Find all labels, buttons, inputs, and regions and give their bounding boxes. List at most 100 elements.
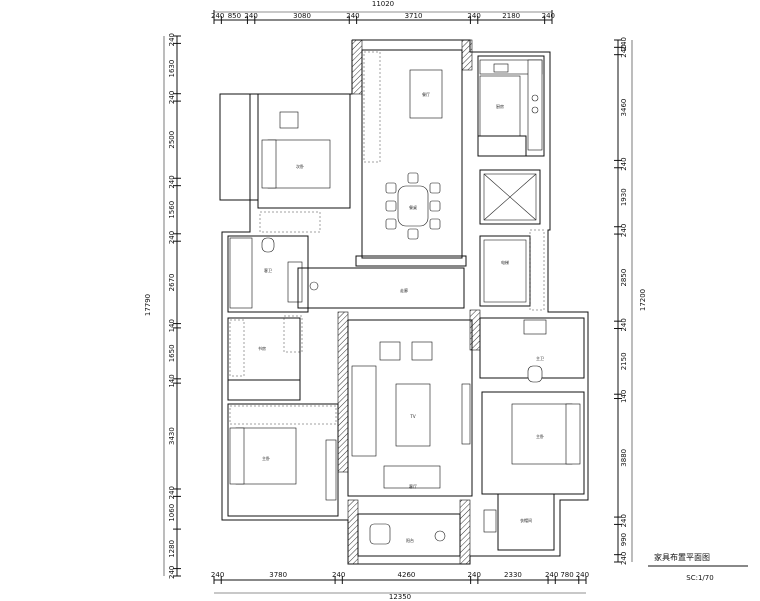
right-segment-label: 240 <box>620 37 628 50</box>
top-segment-label: 240 <box>542 12 555 20</box>
room-label-guest-bath: 客卫 <box>264 267 272 273</box>
right-segment-label: 990 <box>620 533 628 546</box>
balcony-lounge-chair <box>369 523 391 545</box>
bottom-segment-label: 240 <box>576 571 589 579</box>
balcony: 阳台 <box>357 513 461 557</box>
right-segment-label: 140 <box>620 390 628 403</box>
right-segment-label: 1930 <box>620 188 628 206</box>
room-label-tv: TV <box>409 414 415 419</box>
left-segment-label: 140 <box>168 374 176 387</box>
right-segment-label: 240 <box>620 44 628 57</box>
left-bedroom: 主卧 <box>227 403 339 517</box>
left-bedroom-wardrobe <box>325 439 337 501</box>
dining-room: 餐厅 餐桌 <box>355 49 467 267</box>
right-total-dimension: 17200 <box>639 289 647 311</box>
drawing-scale: SC:1/70 <box>686 574 713 582</box>
top-segment-label: 3710 <box>405 12 423 20</box>
wall-balcony-west <box>347 499 359 565</box>
left-segment-label: 1060 <box>168 504 176 522</box>
left-segment-label: 240 <box>168 566 176 579</box>
room-label-table: 餐桌 <box>409 204 417 210</box>
dining-table <box>397 185 429 227</box>
top-segment-label: 240 <box>346 12 359 20</box>
title-block: 家具布置平面图 SC:1/70 <box>648 552 748 582</box>
top-total-dimension: 11020 <box>372 0 394 8</box>
master-bed <box>511 403 573 465</box>
left-total-dimension: 17790 <box>144 294 152 316</box>
left-segment-label: 1650 <box>168 344 176 362</box>
left-segment-label: 2670 <box>168 273 176 291</box>
left-dimension-chain: 17790 2401630240250024015602402670140165… <box>144 33 181 579</box>
guest-bathroom: 客卫 <box>227 235 309 353</box>
guest-toilet <box>261 237 275 253</box>
room-label-secondary-bedroom: 次卧 <box>296 163 304 169</box>
left-segment-label: 1280 <box>168 540 176 558</box>
bottom-segment-label: 240 <box>332 571 345 579</box>
dining-chair <box>429 218 441 230</box>
bottom-segment-label: 4260 <box>398 571 416 579</box>
room-label-master-bath: 主卫 <box>536 355 544 361</box>
dining-chairs <box>385 172 441 240</box>
left-bed-headboard <box>229 427 245 485</box>
right-segment-label: 240 <box>620 224 628 237</box>
room-label-master-bedroom: 主卧 <box>536 433 544 439</box>
kitchen-fridge <box>479 75 521 137</box>
bottom-segment-label: 240 <box>468 571 481 579</box>
dining-chair <box>385 218 397 230</box>
kitchen-counter-side <box>527 59 543 151</box>
drawing-title: 家具布置平面图 <box>654 552 710 562</box>
master-vanity <box>523 319 547 335</box>
secondary-bed-headboard <box>261 139 277 189</box>
room-label-dining: 餐厅 <box>422 91 430 97</box>
living-armchair-2 <box>411 341 433 361</box>
elevator-shaft: 电梯 <box>479 169 545 311</box>
living-coffee-table <box>395 383 431 447</box>
top-segment-label: 3080 <box>293 12 311 20</box>
hallway: 走廊 <box>297 267 465 309</box>
top-segment-label: 240 <box>211 12 224 20</box>
dining-sideboard <box>409 69 443 119</box>
guest-bathtub <box>229 237 253 309</box>
bottom-segment-label: 240 <box>211 571 224 579</box>
wall-dining-east <box>461 39 473 71</box>
top-segment-label: 2180 <box>502 12 520 20</box>
left-segment-label: 240 <box>168 486 176 499</box>
left-segment-label: 3430 <box>168 427 176 445</box>
left-segment-label: 2500 <box>168 131 176 149</box>
bottom-segment-label: 3780 <box>269 571 287 579</box>
living-room: TV 客厅 <box>347 319 473 497</box>
top-segment-label: 240 <box>467 12 480 20</box>
secondary-bed <box>267 139 331 189</box>
master-bed-headboard <box>565 403 581 465</box>
dining-chair <box>385 200 397 212</box>
left-segment-label: 240 <box>168 175 176 188</box>
wall-dining-west <box>351 39 363 95</box>
exterior-walls <box>221 39 589 565</box>
living-armchair-1 <box>379 341 401 361</box>
right-segment-label: 3460 <box>620 99 628 117</box>
right-segment-label: 2150 <box>620 352 628 370</box>
dining-chair <box>429 182 441 194</box>
left-bed <box>235 427 297 485</box>
room-label-walk-in: 衣帽间 <box>520 517 532 523</box>
bottom-segment-label: 240 <box>545 571 558 579</box>
bottom-segment-label: 2330 <box>504 571 522 579</box>
wall-living-west <box>337 311 349 473</box>
dining-chair <box>385 182 397 194</box>
master-toilet <box>527 365 543 383</box>
right-segment-label: 240 <box>620 552 628 565</box>
left-segment-label: 240 <box>168 91 176 104</box>
dining-chair <box>407 172 419 184</box>
right-dimension-chain: 17200 2402403460240193024028502402150140… <box>614 37 647 565</box>
kitchen: 厨房 <box>477 55 545 157</box>
master-suite: 主卫 主卧 衣帽间 <box>479 317 585 551</box>
bottom-segment-label: 780 <box>560 571 573 579</box>
dining-cabinet <box>363 51 381 163</box>
walk-in-shelf <box>483 509 497 533</box>
room-label-hallway: 走廊 <box>400 287 408 293</box>
secondary-desk-chair <box>279 111 299 129</box>
left-segment-label: 240 <box>168 33 176 46</box>
top-segment-label: 850 <box>228 12 241 20</box>
room-label-balcony: 阳台 <box>406 537 414 543</box>
